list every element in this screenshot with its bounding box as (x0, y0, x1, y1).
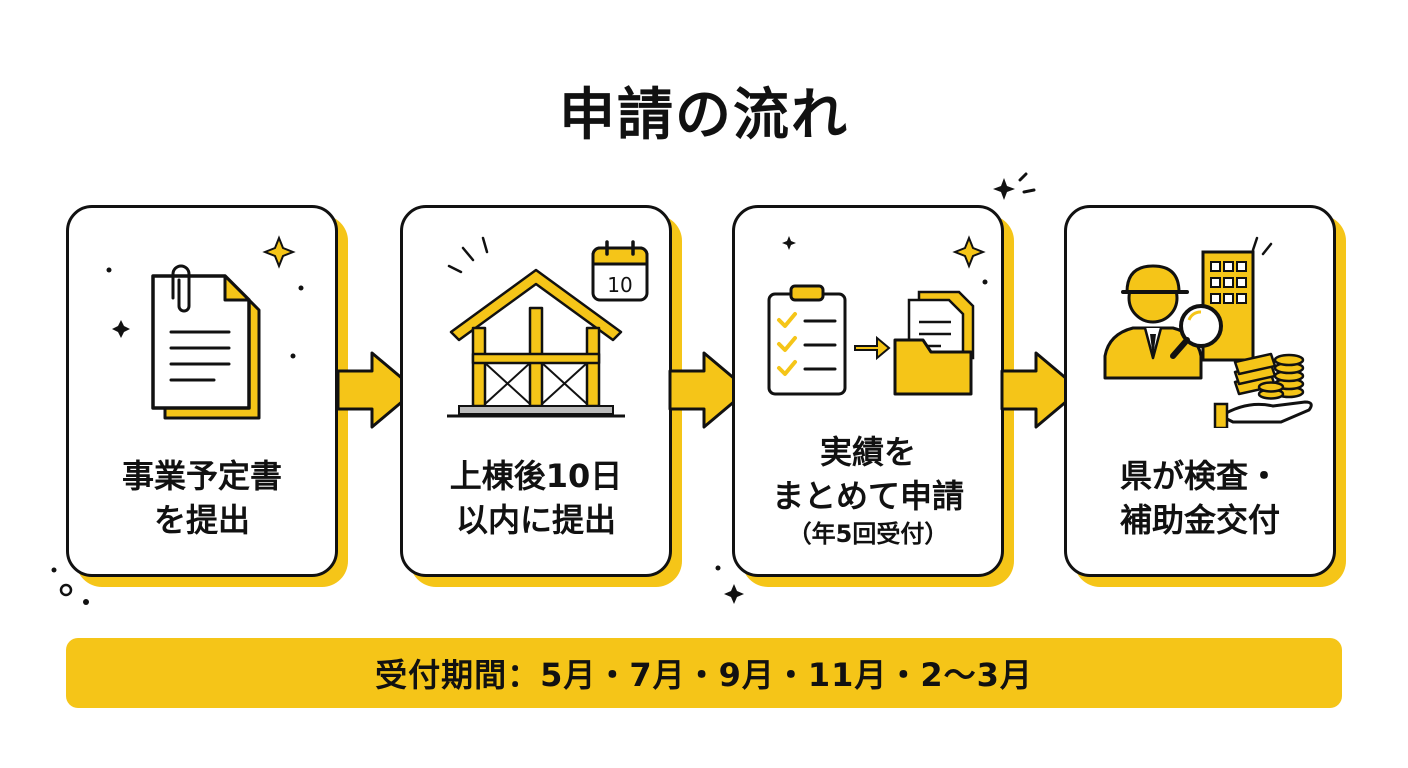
page-title: 申請の流れ (559, 83, 849, 148)
svg-text:10: 10 (607, 273, 632, 297)
dots-decoration-icon (51, 567, 89, 605)
arrow-right-icon (336, 351, 418, 429)
arrow-right-icon (668, 351, 750, 429)
step-card-3: 実績を まとめて申請 （年5回受付） (732, 205, 1014, 587)
step-card-2: 10 上棟後10日 以内に提出 (400, 205, 682, 587)
house-frame-icon: 10 (447, 236, 649, 418)
reception-period-banner: 受付期間：5月・7月・9月・11月・2〜3月 (66, 638, 1342, 708)
step-text-3: 実績を まとめて申請 （年5回受付） (735, 430, 1001, 550)
arrow-right-icon (1000, 351, 1082, 429)
sparkle-decoration-icon (993, 172, 1036, 200)
step-text-4: 県が検査・ 補助金交付 (1119, 457, 1280, 539)
checklist-to-folder-icon (767, 235, 988, 396)
step-note: （年5回受付） (787, 520, 949, 548)
step-text-2: 上棟後10日 以内に提出 (449, 457, 623, 539)
sparkle-decoration-icon (715, 565, 744, 604)
step-card-4: 県が検査・ 補助金交付 (1064, 205, 1346, 587)
calendar-icon: 10 (591, 240, 649, 302)
step-text-1: 事業予定書 を提出 (121, 457, 282, 539)
document-icon (106, 235, 304, 420)
step-card-1: 事業予定書 を提出 (66, 205, 348, 587)
reception-period-text: 受付期間：5月・7月・9月・11月・2〜3月 (375, 656, 1033, 694)
inspector-money-icon (1103, 236, 1313, 428)
